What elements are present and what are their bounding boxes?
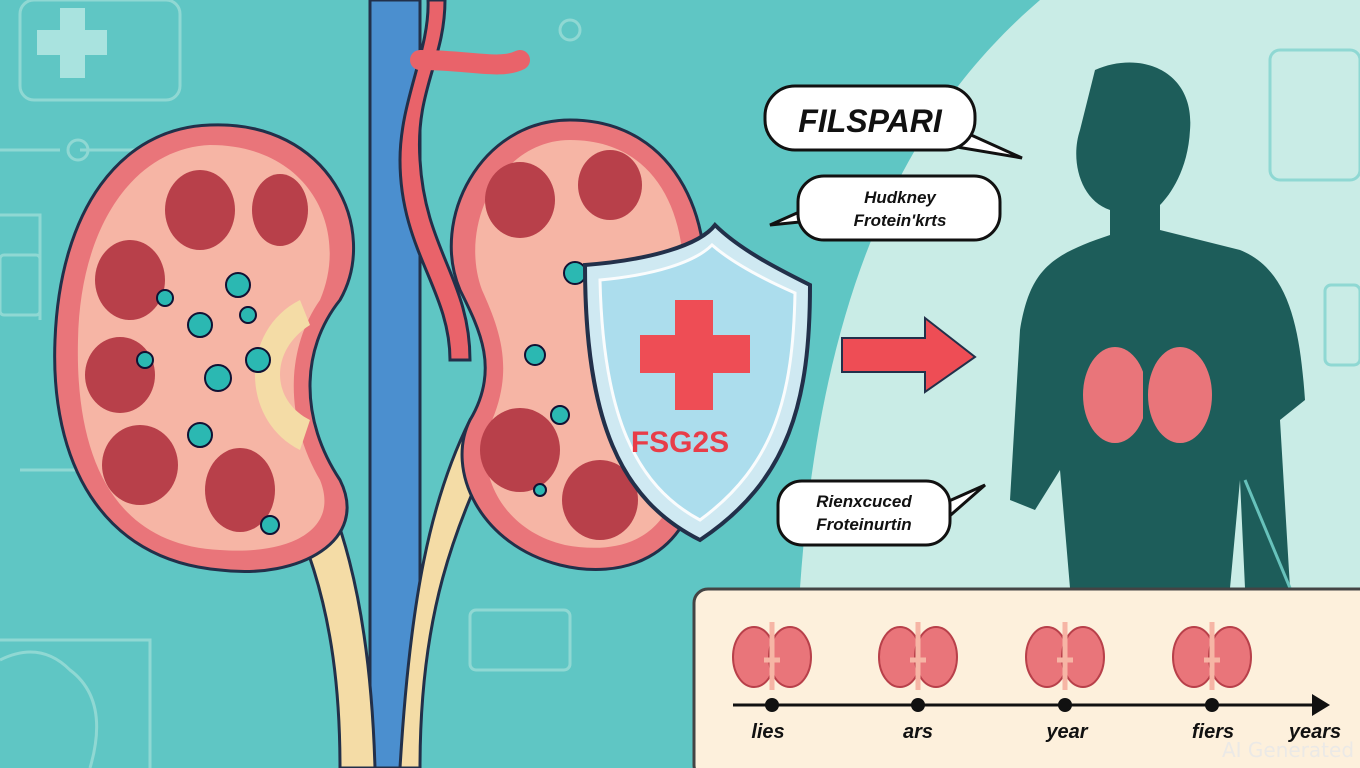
artery xyxy=(398,0,472,362)
timeline-dot xyxy=(765,698,779,712)
person-silhouette xyxy=(1010,62,1305,589)
bubble-text-line2: Froteinurtin xyxy=(816,515,911,534)
kidney-icon xyxy=(1025,622,1105,690)
shield-label: FSG2S xyxy=(631,426,729,459)
bubble-kidney-protein: Hudkney Frotein'krts xyxy=(769,174,1002,242)
timeline-label: fiers xyxy=(1192,721,1234,743)
red-cross-icon xyxy=(640,300,750,410)
plus-icon xyxy=(37,8,107,78)
timeline-label: lies xyxy=(751,721,784,743)
kidney-icon xyxy=(732,622,812,690)
timeline-dot xyxy=(1205,698,1219,712)
timeline-label: years xyxy=(1288,721,1341,743)
shield: FSG2S xyxy=(582,221,813,543)
timeline-dot xyxy=(1058,698,1072,712)
brand-name: FILSPARI xyxy=(798,103,943,139)
bubble-brand: FILSPARI xyxy=(763,84,1023,160)
timeline-panel: lies ars year fiers years xyxy=(692,587,1360,768)
artery-branch xyxy=(410,50,530,75)
bubble-text-line2: Frotein'krts xyxy=(854,211,947,230)
kidney-icon-torso xyxy=(1083,340,1212,460)
kidney-icon xyxy=(878,622,958,690)
arrow-right-icon xyxy=(841,315,977,394)
bubble-reduced-proteinuria: Rienxcuced Froteinurtin xyxy=(776,479,986,547)
watermark: AI Generated xyxy=(1222,738,1354,762)
bubble-text-line1: Hudkney xyxy=(864,188,937,207)
timeline-dot xyxy=(911,698,925,712)
bubble-text-line1: Rienxcuced xyxy=(816,492,912,511)
kidney-icon xyxy=(1172,622,1252,690)
timeline-label: year xyxy=(1045,721,1088,743)
timeline-label: ars xyxy=(903,721,933,743)
kidney-left xyxy=(53,123,356,573)
